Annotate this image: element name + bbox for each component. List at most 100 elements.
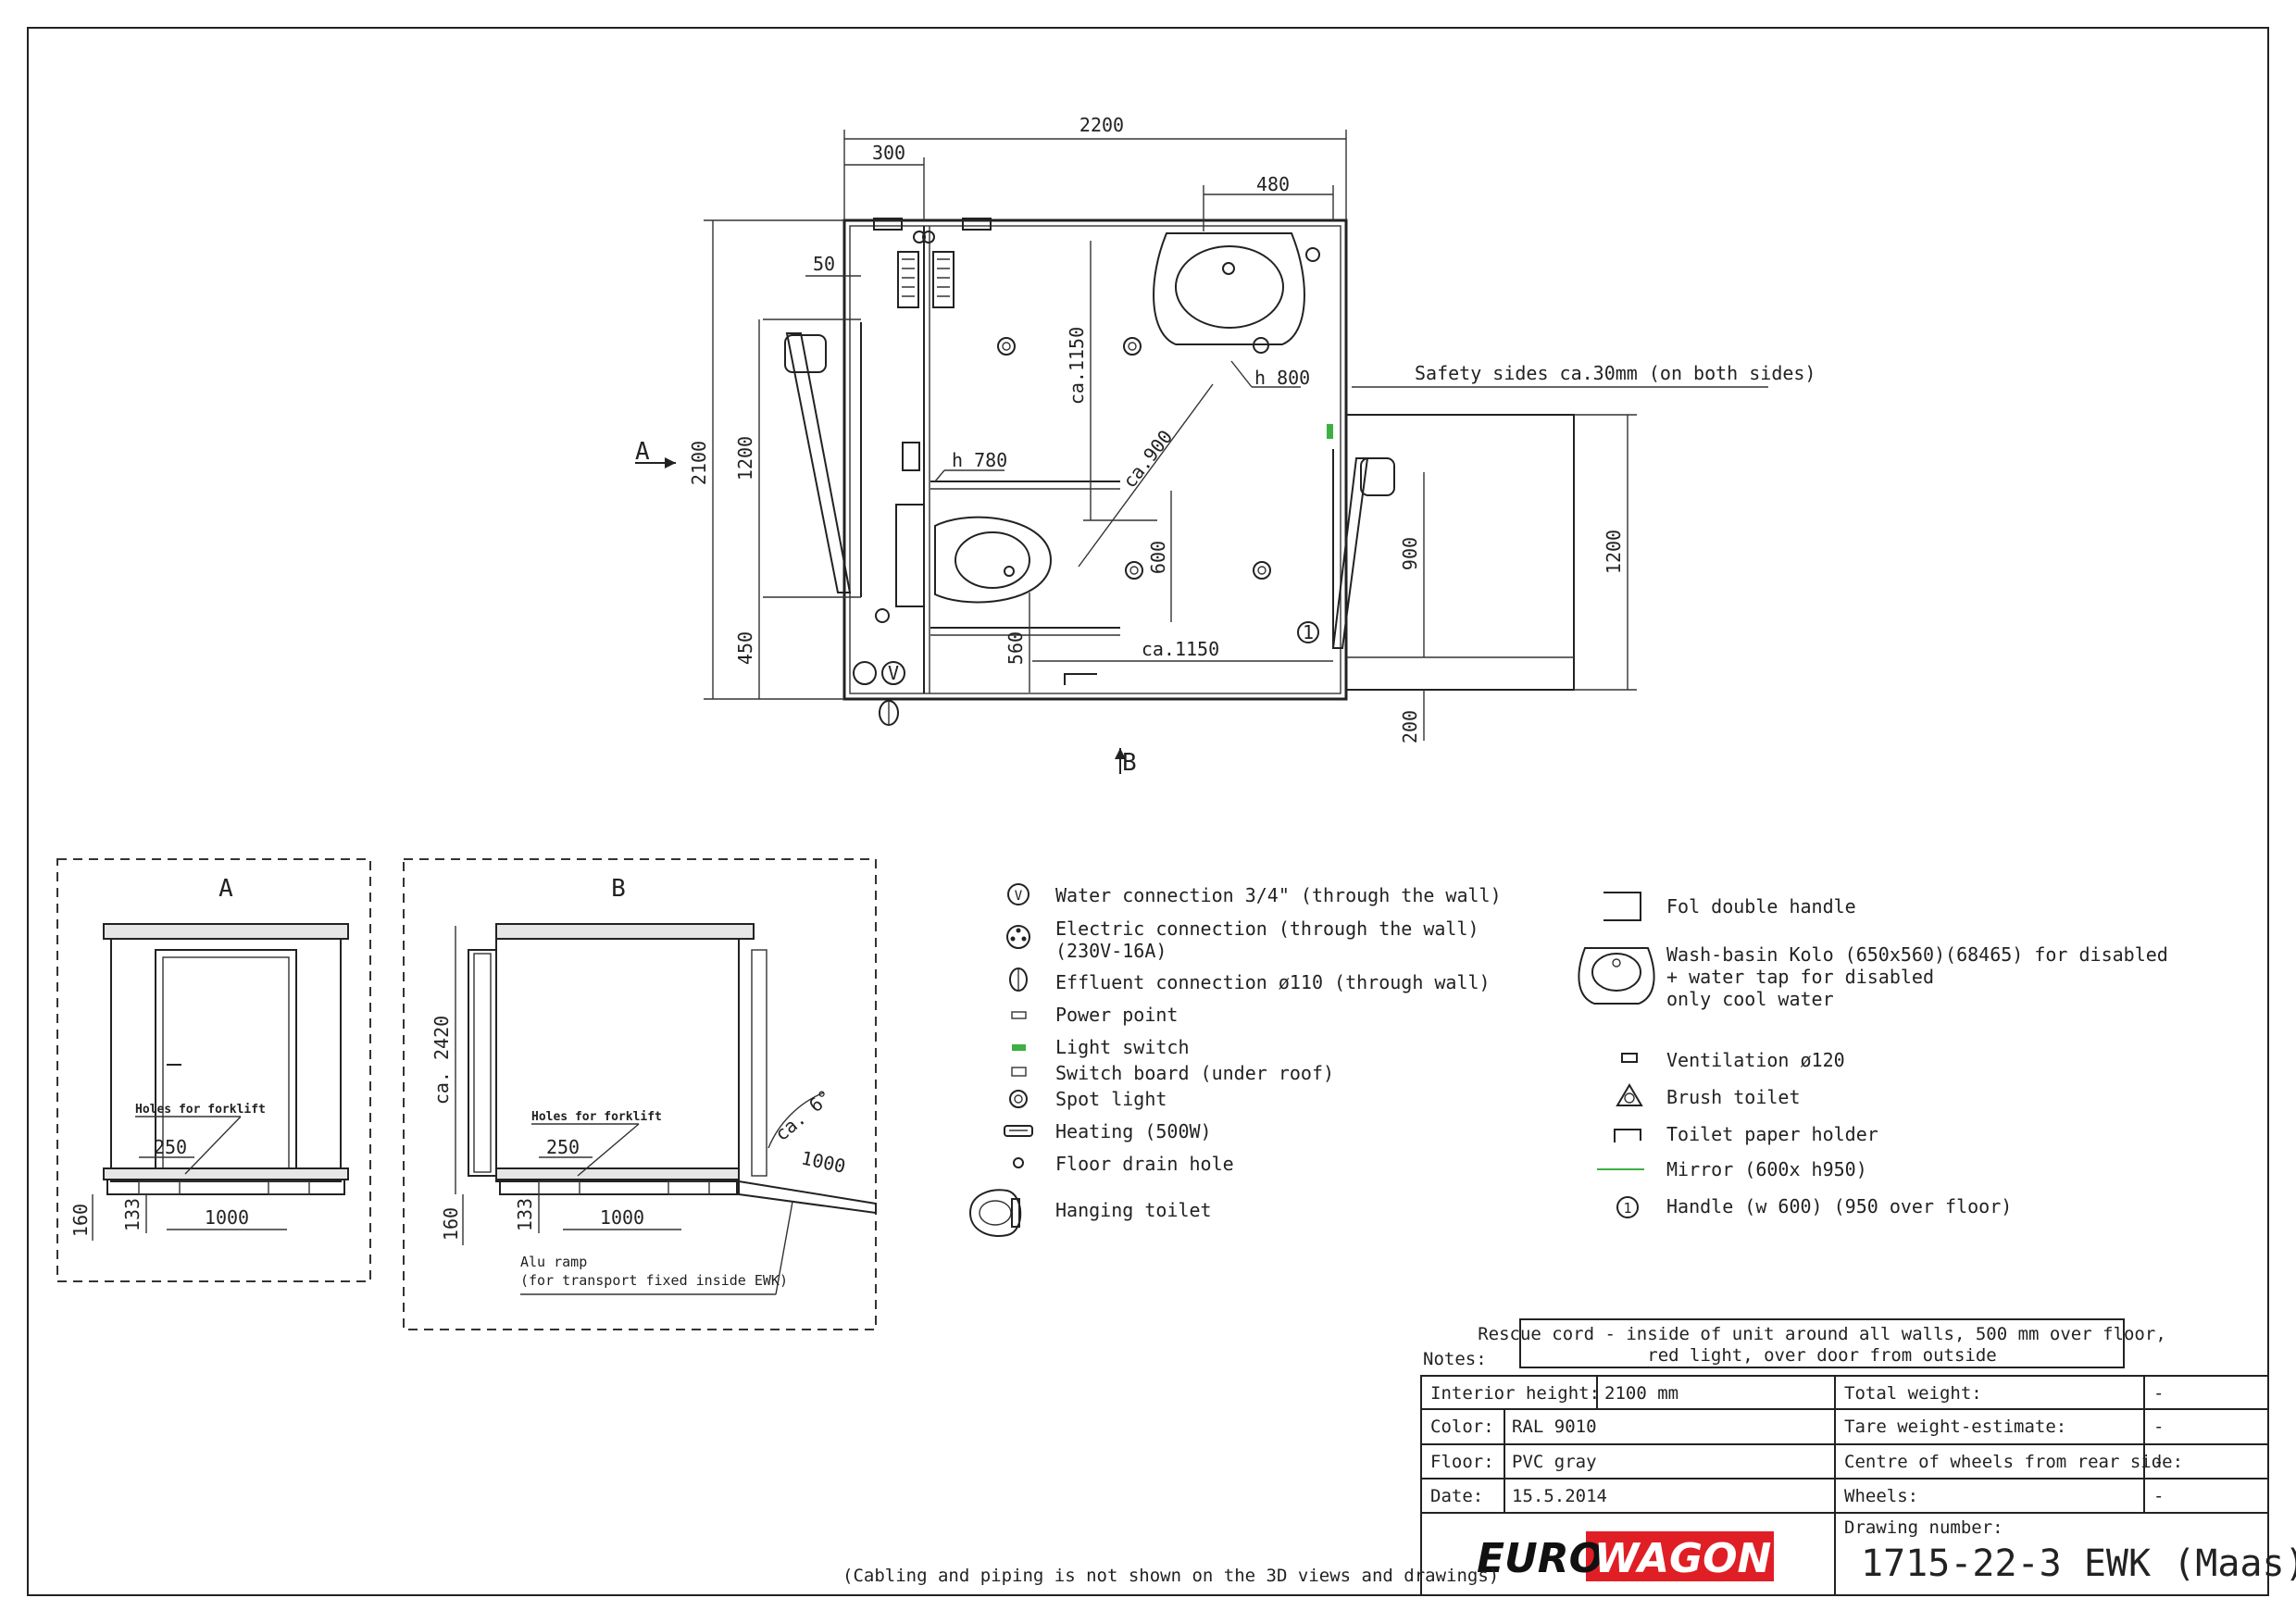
dim-1200-right: 1200	[1603, 530, 1625, 574]
fol-double-handle-icon	[763, 318, 862, 598]
dim-ca1150-horizontal: ca.1150	[1142, 638, 1219, 660]
ventilation-icon	[962, 218, 992, 231]
legend-electric: Electric connection (through the wall)	[1055, 918, 1479, 940]
spot-light-icon	[1009, 1090, 1028, 1108]
view-b-frame	[403, 858, 877, 1330]
heating-icon	[897, 251, 955, 308]
view-b-ramp-label-1: Alu ramp	[520, 1254, 587, 1270]
legend-electric-2: (230V-16A)	[1055, 940, 1167, 962]
notes-line-1: Rescue cord - inside of unit around all …	[1478, 1324, 2166, 1344]
hanging-toilet-icon	[968, 1189, 1022, 1237]
spot-light-icon	[875, 247, 1320, 623]
fol-double-handle-icon	[1331, 449, 1395, 649]
water-connection-icon	[1007, 883, 1029, 905]
view-b-height: ca. 2420	[430, 1016, 453, 1105]
svg-text:EURO: EURO	[1477, 1535, 1603, 1582]
dim-ca900: ca.900	[1118, 426, 1177, 493]
view-a: A Holes for forklift 250 1000 160 133	[56, 858, 371, 1282]
legend-fol-double-handle: Fol double handle	[1666, 895, 1856, 918]
drawing-number: 1715-22-3 EWK (Maas)	[1861, 1542, 2296, 1585]
color-label: Color:	[1430, 1417, 1494, 1437]
legend-toilet-paper-holder: Toilet paper holder	[1666, 1123, 1878, 1145]
floor-label: Floor:	[1430, 1452, 1494, 1472]
fol-double-handle-icon	[1603, 892, 1641, 921]
wheels-label: Wheels:	[1844, 1486, 1918, 1506]
view-a-title: A	[218, 875, 233, 903]
light-switch-icon	[1327, 424, 1333, 439]
interior-height-label: Interior height:	[1430, 1383, 1600, 1404]
water-marker: V	[888, 662, 899, 684]
dim-ca1150-vertical: ca.1150	[1066, 327, 1088, 405]
toilet-paper-holder-icon	[1614, 1129, 1641, 1142]
electric-connection-icon	[853, 661, 877, 685]
floor-value: PVC gray	[1512, 1452, 1597, 1472]
view-b-forklift-label: Holes for forklift	[531, 1110, 662, 1124]
view-a-frame	[56, 858, 371, 1282]
view-a-dim-133: 133	[121, 1198, 144, 1231]
floor-plan: 1 V 2200 300 480 50 2100 1200 450	[635, 114, 1816, 777]
legend-floor-drain: Floor drain hole	[1055, 1153, 1234, 1175]
svg-text:V: V	[1015, 889, 1023, 904]
svg-text:WAGON: WAGON	[1594, 1535, 1771, 1582]
legend-wash-basin: Wash-basin Kolo (650x560)(68465) for dis…	[1666, 943, 2168, 966]
notes: Notes: Rescue cord - inside of unit arou…	[1423, 1318, 2166, 1369]
color-value: RAL 9010	[1512, 1417, 1597, 1437]
legend-brush-toilet: Brush toilet	[1666, 1086, 1801, 1108]
switch-board-icon	[1011, 1067, 1027, 1077]
legend-wash-basin-2: + water tap for disabled	[1666, 966, 1934, 988]
legend-right: Fol double handle Wash-basin Kolo (650x5…	[1578, 892, 2168, 1218]
tare-weight-label: Tare weight-estimate:	[1844, 1417, 2066, 1437]
dim-200: 200	[1399, 710, 1421, 743]
effluent-connection-icon	[1009, 968, 1028, 992]
tare-weight-value: -	[2153, 1417, 2164, 1437]
dim-480: 480	[1256, 173, 1290, 195]
wash-basin-icon	[1153, 232, 1305, 354]
sheet-border	[27, 27, 2269, 1596]
notes-box	[1519, 1318, 2125, 1368]
footer-note: (Cabling and piping is not shown on the …	[842, 1566, 1499, 1586]
brush-toilet-icon	[1616, 1083, 1643, 1106]
title-block: Interior height: 2100 mm Color: RAL 9010…	[1420, 1375, 2296, 1596]
view-b: B 1000 ca. 6° Holes for forklift 250 100…	[403, 858, 877, 1330]
handle-marker: 1	[1303, 621, 1314, 643]
legend-water: Water connection 3/4" (through the wall)	[1055, 884, 1502, 906]
heating-icon	[1004, 1125, 1033, 1137]
total-weight-value: -	[2153, 1383, 2164, 1404]
label-h780: h 780	[952, 449, 1007, 471]
electric-connection-icon	[1006, 925, 1030, 949]
dim-1200-left: 1200	[734, 436, 756, 481]
view-b-dim-160: 160	[440, 1207, 462, 1241]
view-b-ramp-angle: ca. 6°	[770, 1085, 836, 1145]
legend-heating: Heating (500W)	[1055, 1120, 1212, 1142]
dim-2100: 2100	[688, 441, 710, 485]
view-a-dim-1000: 1000	[205, 1206, 249, 1229]
handle-icon	[1616, 1196, 1639, 1218]
wheels-centre-label: Centre of wheels from rear side:	[1844, 1452, 2183, 1472]
dim-900: 900	[1399, 537, 1421, 570]
toilet-paper-holder-icon	[1064, 673, 1097, 685]
dim-560: 560	[1004, 631, 1027, 665]
drawing-number-label: Drawing number:	[1844, 1517, 2003, 1538]
water-connection-icon	[881, 661, 905, 685]
dim-300: 300	[872, 142, 905, 164]
legend-ventilation: Ventilation ø120	[1666, 1049, 1845, 1071]
wheels-centre-value: -	[2153, 1452, 2164, 1472]
legend-mirror: Mirror (600x h950)	[1666, 1158, 1867, 1180]
dim-50: 50	[813, 253, 835, 275]
dim-450: 450	[734, 631, 756, 665]
dim-600: 600	[1147, 541, 1169, 574]
dim-2200: 2200	[1079, 114, 1124, 136]
effluent-connection-icon	[879, 700, 899, 726]
wash-basin-icon	[1578, 947, 1655, 1005]
view-b-title: B	[611, 875, 626, 903]
total-weight-label: Total weight:	[1844, 1383, 1982, 1404]
view-a-dim-250: 250	[154, 1136, 187, 1158]
plan-inner-wall	[849, 225, 1341, 694]
legend-hanging-toilet: Hanging toilet	[1055, 1199, 1212, 1221]
notes-line-2: red light, over door from outside	[1647, 1345, 1997, 1366]
section-marker-a: A	[635, 438, 650, 466]
notes-label: Notes:	[1423, 1349, 1487, 1369]
legend-power-point: Power point	[1055, 1004, 1178, 1026]
date-value: 15.5.2014	[1512, 1486, 1607, 1506]
legend-light-switch: Light switch	[1055, 1036, 1190, 1058]
